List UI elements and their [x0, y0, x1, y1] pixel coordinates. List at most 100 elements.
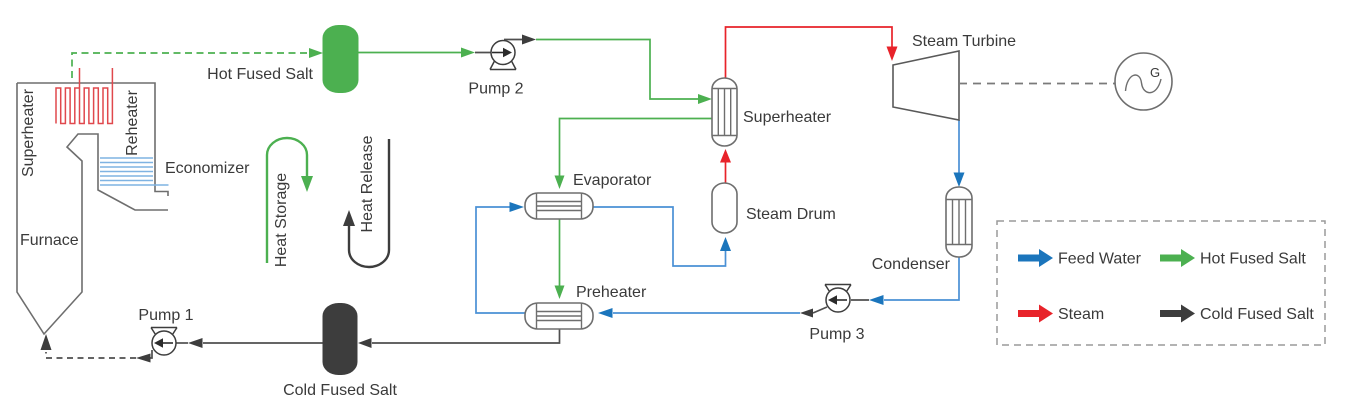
heat-release-annotation: Heat Release — [343, 135, 391, 269]
cold-salt-piping — [40, 329, 561, 363]
preheater: Preheater — [524, 284, 647, 330]
superheater-coil-icon — [55, 68, 114, 125]
generator-sine-icon — [1124, 74, 1162, 94]
legend-cold-salt-label: Cold Fused Salt — [1200, 306, 1314, 323]
condenser-inlet-arrow-icon — [953, 172, 965, 187]
condenser-label: Condenser — [872, 256, 951, 273]
steam-drum: Steam Drum — [711, 182, 836, 234]
legend-hot-salt-arrow-icon — [1160, 249, 1195, 267]
pump1-outlet-stub — [150, 350, 153, 359]
furnace-inlet-arrow-icon — [40, 334, 52, 350]
pump1-inlet-arrow-icon — [188, 338, 203, 348]
condenser-tubes-icon — [946, 198, 972, 246]
preheater-water-arrow-icon — [598, 308, 613, 318]
hot-tank-label: Hot Fused Salt — [207, 66, 313, 83]
superheater-tubes-icon — [712, 87, 737, 137]
steam-turbine-label: Steam Turbine — [912, 33, 1016, 50]
pump3-rotor-arrow-icon — [828, 295, 837, 305]
superheater-steam-arrow-icon — [720, 149, 731, 163]
pump3-inlet-arrow-icon — [869, 295, 884, 305]
pump3-flare-icon — [824, 283, 852, 292]
drum-inlet-arrow-icon — [720, 237, 731, 251]
superheater-to-evaporator-pipe — [558, 117, 712, 176]
evaporator-tubes-icon — [535, 193, 583, 219]
legend-border — [996, 220, 1326, 346]
preheater-label: Preheater — [576, 284, 647, 301]
superheater-hx-label: Superheater — [743, 109, 832, 126]
hot-salt-piping — [71, 34, 712, 299]
legend-cold-salt-arrow-icon — [1160, 304, 1195, 323]
heat-storage-annotation: Heat Storage — [265, 136, 313, 267]
preheater-inlet-arrow-icon — [554, 285, 565, 299]
condenser: Condenser — [872, 186, 973, 273]
steam-drum-shell-icon — [711, 182, 738, 234]
hot-tank-vessel-icon — [322, 25, 359, 93]
heat-storage-arrow-icon — [265, 136, 309, 263]
cold-tank-vessel-icon — [322, 303, 358, 375]
boiler-outer-wall — [17, 82, 169, 196]
pump2-to-superheater-pipe — [536, 38, 699, 100]
steam-water-piping — [475, 26, 965, 318]
evaporator-to-drum-pipe — [593, 206, 727, 267]
turbine-body-icon — [892, 50, 960, 121]
pump1-outlet-arrow-icon — [136, 353, 151, 363]
furnace-label: Furnace — [20, 232, 79, 249]
legend: Feed Water Hot Fused Salt Steam Cold Fus… — [996, 220, 1326, 346]
pump1-to-furnace-pipe — [45, 352, 136, 359]
boiler-inner-wall — [16, 83, 168, 336]
pump2-rotor-arrow-icon — [503, 47, 512, 58]
pump3-label: Pump 3 — [809, 326, 864, 343]
superheater-hx: Superheater — [711, 77, 832, 147]
heat-storage-label: Heat Storage — [273, 173, 290, 267]
heat-storage-arrowhead-icon — [301, 176, 313, 192]
pump1-flare-icon — [150, 326, 178, 335]
legend-hot-salt-label: Hot Fused Salt — [1200, 251, 1306, 268]
generator-letter: G — [1150, 65, 1160, 80]
legend-steam-arrow-icon — [1018, 304, 1053, 323]
legend-feed-water-arrow-icon — [1018, 249, 1053, 267]
furnace-boiler: Furnace Superheater Reheater Economizer — [16, 68, 250, 336]
pump2-outlet-arrow-icon — [522, 34, 536, 45]
hot-fused-salt-tank: Hot Fused Salt — [207, 25, 359, 93]
cold-tank-inlet-arrow-icon — [358, 338, 372, 348]
pump3-outlet-arrow-icon — [800, 308, 813, 318]
economizer-label: Economizer — [165, 160, 250, 177]
hot-tank-inlet-arrow-icon — [309, 48, 323, 58]
evaporator-label: Evaporator — [573, 172, 652, 189]
cold-fused-salt-tank: Cold Fused Salt — [283, 303, 397, 399]
legend-feed-water-label: Feed Water — [1058, 251, 1142, 268]
steam-turbine: Steam Turbine — [892, 33, 1016, 121]
preheater-to-evaporator-pipe — [475, 206, 525, 314]
heat-release-arrow-icon — [347, 139, 391, 269]
pump1-rotor-arrow-icon — [154, 338, 163, 348]
heat-release-label: Heat Release — [359, 135, 376, 232]
pump1-label: Pump 1 — [138, 307, 193, 324]
economizer-tubes-icon — [100, 157, 169, 186]
pump-1: Pump 1 — [138, 307, 194, 356]
cold-tank-label: Cold Fused Salt — [283, 382, 397, 399]
legend-steam-label: Steam — [1058, 306, 1104, 323]
condenser-to-pump3-pipe — [884, 257, 960, 301]
generator-circle-icon — [1114, 52, 1173, 111]
pump2-flare-icon — [489, 60, 517, 71]
evaporator-inlet-arrow-icon — [554, 175, 565, 189]
reheater-label: Reheater — [124, 89, 141, 155]
preheater-to-cold-tank-pipe — [372, 329, 561, 344]
heat-release-arrowhead-icon — [343, 210, 355, 226]
steam-drum-label: Steam Drum — [746, 206, 836, 223]
boiler-to-hot-tank-pipe — [71, 52, 307, 78]
superheater-to-turbine-pipe — [724, 26, 893, 78]
pump2-inlet-arrow-icon — [461, 47, 475, 58]
evaporator: Evaporator — [524, 172, 652, 220]
generator: G — [1114, 52, 1173, 111]
pump2-label: Pump 2 — [468, 81, 523, 98]
pump-3: Pump 3 — [809, 283, 865, 343]
evaporator-water-arrow-icon — [509, 202, 524, 212]
superheater-inlet-arrow-icon — [698, 94, 712, 104]
pump-2: Pump 2 — [468, 39, 524, 98]
boiler-superheater-label: Superheater — [20, 88, 37, 177]
preheater-tubes-icon — [535, 303, 583, 329]
pump3-outlet-stub — [812, 306, 828, 314]
